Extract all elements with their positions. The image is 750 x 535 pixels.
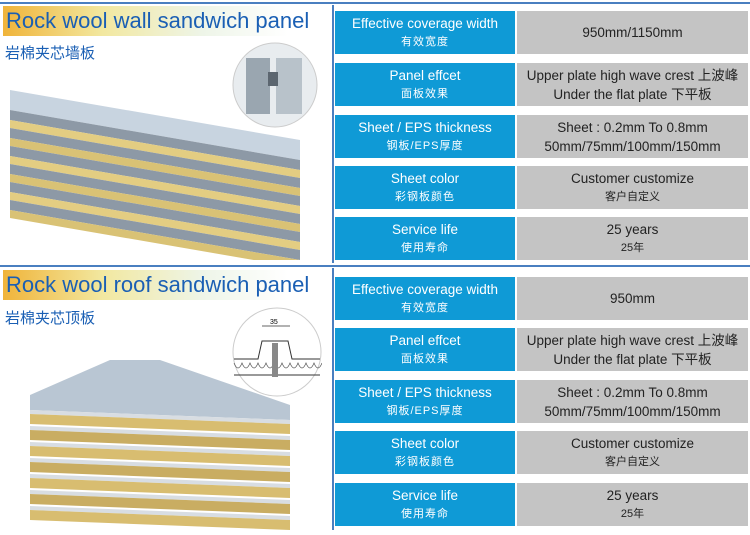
spec-value-secondary: Under the flat plate 下平板 <box>553 351 712 367</box>
spec-value-cell: 25 years 25年 <box>517 217 748 260</box>
spec-value-secondary: Under the flat plate 下平板 <box>553 86 712 102</box>
spec-value: 950mm <box>609 291 655 306</box>
spec-value-secondary: 50mm/75mm/100mm/150mm <box>544 403 721 419</box>
wall-panel-image <box>10 90 300 260</box>
spec-row: Service life 使用寿命 25 years 25年 <box>335 217 748 260</box>
spec-value: 25 years <box>606 221 659 237</box>
spec-label: Panel effcet <box>389 332 461 348</box>
spec-label-cn: 面板效果 <box>401 352 449 365</box>
spec-label: Effective coverage width <box>351 15 499 31</box>
roof-panel-profile-diagram: 35 <box>232 307 322 397</box>
spec-label-cell: Effective coverage width 有效宽度 <box>335 11 515 54</box>
spec-label-cell: Panel effcet 面板效果 <box>335 328 515 371</box>
roof-panel-title: Rock wool roof sandwich panel <box>3 270 309 300</box>
roof-panel-subtitle: 岩棉夹芯顶板 <box>5 310 96 327</box>
spec-value: 25 years <box>606 487 659 503</box>
spec-value: Customer customize <box>570 170 695 186</box>
spec-value-secondary: 25年 <box>620 507 645 520</box>
wall-panel-joint-detail <box>232 42 318 128</box>
spec-value: Upper plate high wave crest 上波峰 <box>526 332 739 348</box>
spec-label-cn: 彩钢板颜色 <box>395 455 455 468</box>
spec-label-cn: 面板效果 <box>401 87 449 100</box>
spec-label-cell: Sheet color 彩钢板颜色 <box>335 431 515 474</box>
spec-row: Panel effcet 面板效果 Upper plate high wave cr… <box>335 63 748 106</box>
diagram-dimension: 35 <box>270 319 278 326</box>
spec-label: Panel effcet <box>389 67 461 83</box>
spec-label-cn: 有效宽度 <box>401 35 449 48</box>
spec-label-cell: Service life 使用寿命 <box>335 483 515 526</box>
spec-row: Effective coverage width 有效宽度 950mm <box>335 277 748 320</box>
spec-value: Upper plate high wave crest 上波峰 <box>526 67 739 83</box>
spec-value-cell: Customer customize 客户自定义 <box>517 166 748 209</box>
spec-label: Effective coverage width <box>351 281 499 297</box>
spec-value-secondary: 客户自定义 <box>605 455 660 468</box>
spec-value-cell: Upper plate high wave crest 上波峰 Under the… <box>517 328 748 371</box>
divider-middle <box>0 265 750 267</box>
spec-value-cell: 950mm <box>517 277 748 320</box>
spec-label: Service life <box>391 487 459 503</box>
spec-value: 950mm/1150mm <box>582 25 683 40</box>
wall-panel-title: Rock wool wall sandwich panel <box>3 6 309 36</box>
spec-label-cell: Sheet / EPS thickness 钢板/EPS厚度 <box>335 115 515 158</box>
spec-label-cn: 使用寿命 <box>401 241 449 254</box>
spec-row: Sheet / EPS thickness 钢板/EPS厚度 Sheet : 0.2… <box>335 115 748 158</box>
spec-value-cell: Sheet : 0.2mm To 0.8mm 50mm/75mm/100mm/15… <box>517 380 748 423</box>
spec-label-cn: 钢板/EPS厚度 <box>386 404 464 417</box>
spec-value-cell: Upper plate high wave crest 上波峰 Under the… <box>517 63 748 106</box>
spec-row: Service life 使用寿命 25 years 25年 <box>335 483 748 526</box>
roof-panel-image <box>30 360 290 530</box>
spec-label: Sheet color <box>390 435 460 451</box>
spec-label: Sheet / EPS thickness <box>358 384 492 400</box>
divider-vertical <box>332 268 334 530</box>
spec-label-cell: Sheet color 彩钢板颜色 <box>335 166 515 209</box>
spec-value-secondary: 50mm/75mm/100mm/150mm <box>544 138 721 154</box>
spec-label-cn: 有效宽度 <box>401 301 449 314</box>
spec-label-cell: Sheet / EPS thickness 钢板/EPS厚度 <box>335 380 515 423</box>
wall-panel-subtitle: 岩棉夹芯墙板 <box>5 45 96 62</box>
spec-value-secondary: 25年 <box>620 241 645 254</box>
spec-value-cell: 25 years 25年 <box>517 483 748 526</box>
spec-label-cn: 钢板/EPS厚度 <box>386 139 464 152</box>
divider-vertical <box>332 5 334 263</box>
spec-value: Customer customize <box>570 435 695 451</box>
spec-row: Sheet color 彩钢板颜色 Customer customize 客户自定义 <box>335 166 748 209</box>
spec-row: Effective coverage width 有效宽度 950mm/1150mm <box>335 11 748 54</box>
spec-label-cell: Service life 使用寿命 <box>335 217 515 260</box>
spec-row: Sheet / EPS thickness 钢板/EPS厚度 Sheet : 0.2… <box>335 380 748 423</box>
spec-label-cell: Panel effcet 面板效果 <box>335 63 515 106</box>
spec-value-cell: Sheet : 0.2mm To 0.8mm 50mm/75mm/100mm/15… <box>517 115 748 158</box>
spec-value: Sheet : 0.2mm To 0.8mm <box>557 384 708 400</box>
spec-value-secondary: 客户自定义 <box>605 190 660 203</box>
divider-top <box>0 2 750 4</box>
spec-label-cell: Effective coverage width 有效宽度 <box>335 277 515 320</box>
spec-label-cn: 彩钢板颜色 <box>395 190 455 203</box>
spec-label-cn: 使用寿命 <box>401 507 449 520</box>
spec-row: Panel effcet 面板效果 Upper plate high wave cr… <box>335 328 748 371</box>
spec-label: Sheet / EPS thickness <box>358 119 492 135</box>
spec-row: Sheet color 彩钢板颜色 Customer customize 客户自定义 <box>335 431 748 474</box>
spec-value-cell: 950mm/1150mm <box>517 11 748 54</box>
spec-label: Service life <box>391 221 459 237</box>
spec-value-cell: Customer customize 客户自定义 <box>517 431 748 474</box>
spec-value: Sheet : 0.2mm To 0.8mm <box>557 119 708 135</box>
spec-label: Sheet color <box>390 170 460 186</box>
